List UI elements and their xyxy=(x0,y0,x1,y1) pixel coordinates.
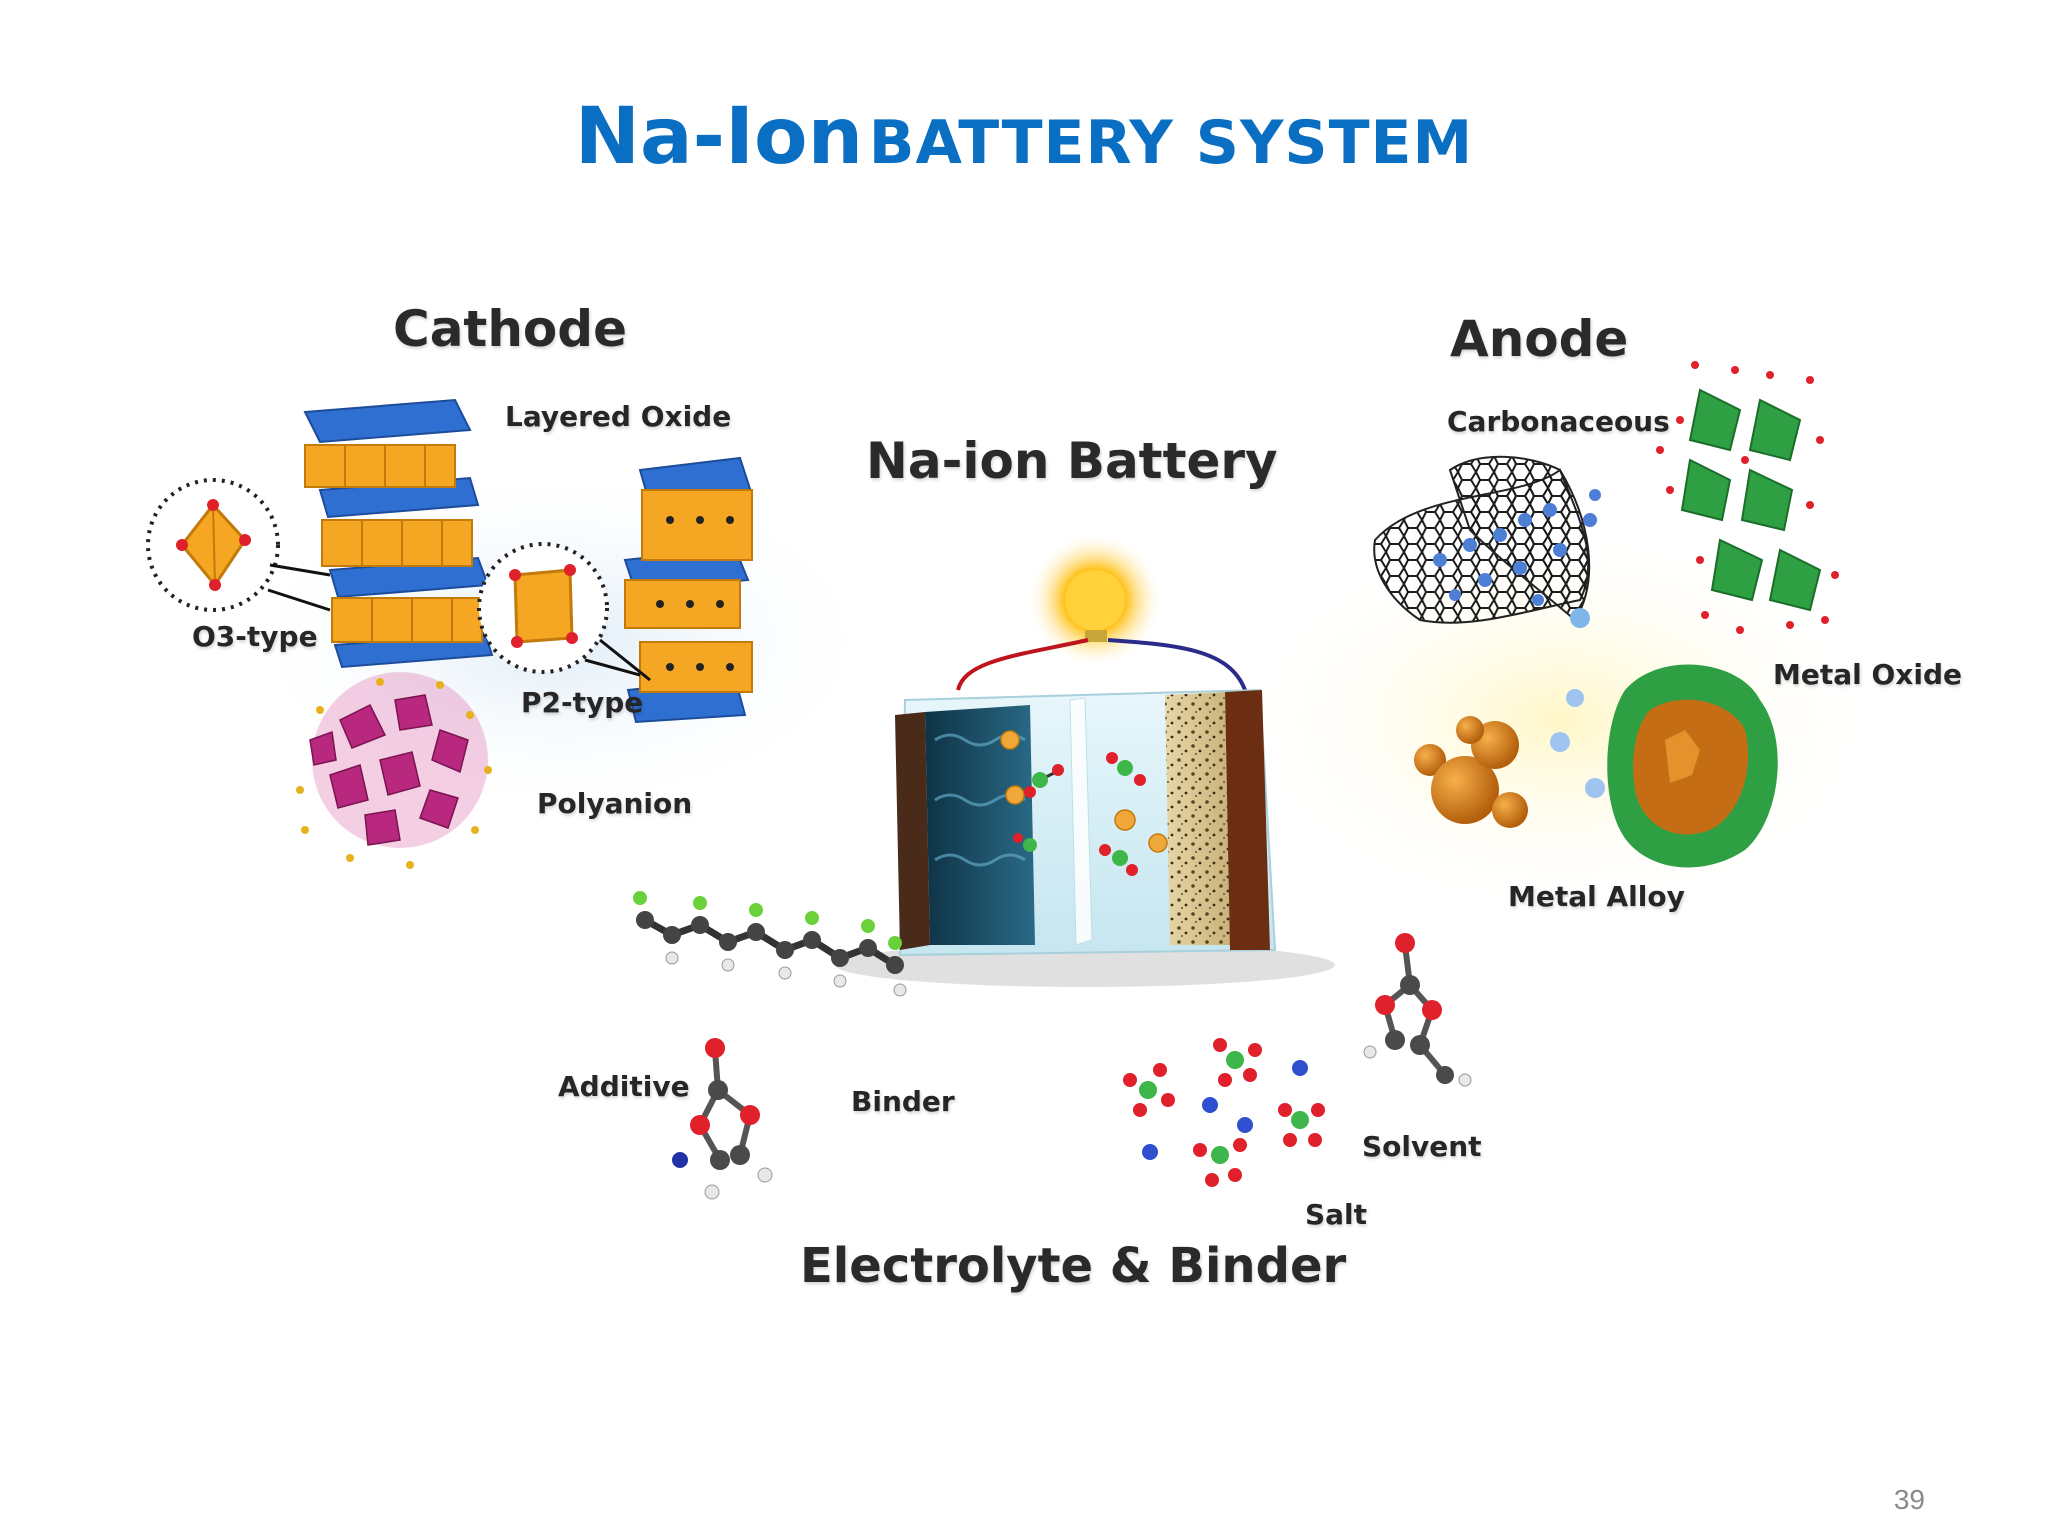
p2-type-label: P2-type xyxy=(521,686,644,719)
binder-label: Binder xyxy=(851,1085,955,1118)
polyanion-label: Polyanion xyxy=(537,787,693,820)
electrolyte-binder-heading: Electrolyte & Binder xyxy=(800,1238,1347,1294)
battery-cell xyxy=(835,532,1335,987)
cathode-heading: Cathode xyxy=(393,300,627,358)
salt-molecules xyxy=(1123,1038,1325,1187)
p2-prism-zoom xyxy=(477,542,651,682)
o3-octahedron-zoom xyxy=(146,478,331,612)
metal-alloy-label: Metal Alloy xyxy=(1508,880,1685,913)
salt-label: Salt xyxy=(1305,1198,1368,1231)
carbonaceous-structure xyxy=(1373,455,1601,628)
polyanion-structure xyxy=(296,672,492,869)
solvent-molecule xyxy=(1363,933,1472,1087)
metal-oxide-structure xyxy=(1656,361,1839,634)
o3-type-label: O3-type xyxy=(192,620,318,653)
metal-alloy-particles xyxy=(1414,664,1778,868)
battery-label: Na-ion Battery xyxy=(866,432,1278,490)
page-number: 39 xyxy=(1893,1484,1925,1515)
title-rest: BATTERY SYSTEM xyxy=(868,108,1474,178)
layered-oxide-label: Layered Oxide xyxy=(505,400,732,433)
additive-label: Additive xyxy=(558,1070,690,1103)
solvent-label: Solvent xyxy=(1362,1130,1482,1163)
anode-heading: Anode xyxy=(1450,310,1629,368)
metal-oxide-label: Metal Oxide xyxy=(1773,658,1962,691)
o3-layered-structure xyxy=(303,398,494,669)
binder-molecule xyxy=(633,891,907,997)
p2-layered-structure xyxy=(623,456,754,724)
carbonaceous-label: Carbonaceous xyxy=(1447,405,1670,438)
title-main: Na-Ion xyxy=(574,92,864,182)
slide-title: Na-Ion BATTERY SYSTEM xyxy=(0,92,2048,182)
additive-molecule xyxy=(672,1038,773,1200)
